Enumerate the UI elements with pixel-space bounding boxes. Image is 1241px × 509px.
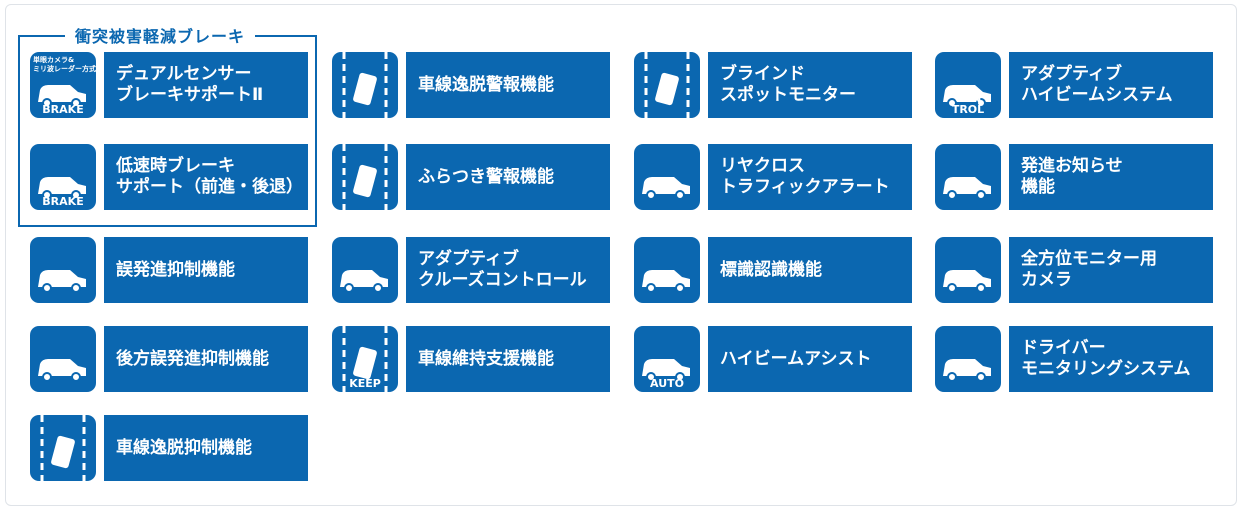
icon-text: BRAKE: [42, 103, 84, 116]
feature-label: 車線逸脱警報機能: [406, 52, 610, 118]
icon-text: AUTO: [650, 377, 684, 390]
feature-label: ドライバー モニタリングシステム: [1009, 326, 1213, 392]
feature-label: 後方誤発進抑制機能: [104, 326, 308, 392]
blind-spot-icon: [634, 52, 700, 118]
feature-item[interactable]: 発進お知らせ 機能: [935, 144, 1213, 210]
feature-item[interactable]: AUTO ハイビームアシスト: [634, 326, 912, 392]
false-start-icon: [30, 237, 96, 303]
feature-label: 全方位モニター用 カメラ: [1009, 237, 1213, 303]
lane-departure-prevention-icon: [30, 415, 96, 481]
feature-item[interactable]: 車線逸脱抑制機能: [30, 415, 308, 481]
low-speed-brake-icon: BRAKE: [30, 144, 96, 210]
panoramic-monitor-icon: [935, 237, 1001, 303]
icon-text: BRAKE: [42, 195, 84, 208]
feature-item[interactable]: 標識認識機能: [634, 237, 912, 303]
feature-item[interactable]: ブラインド スポットモニター: [634, 52, 912, 118]
rear-cross-traffic-icon: [634, 144, 700, 210]
feature-label: 誤発進抑制機能: [104, 237, 308, 303]
icon-text: KEEP: [349, 377, 381, 390]
adaptive-cruise-icon: [332, 237, 398, 303]
feature-item[interactable]: 車線逸脱警報機能: [332, 52, 610, 118]
feature-item[interactable]: アダプティブ クルーズコントロール: [332, 237, 610, 303]
feature-item[interactable]: 誤発進抑制機能: [30, 237, 308, 303]
feature-label: 低速時ブレーキ サポート（前進・後退）: [104, 144, 308, 210]
sway-warning-icon: [332, 144, 398, 210]
collision-brake-group-title: 衝突被害軽減ブレーキ: [65, 23, 256, 47]
feature-item[interactable]: 後方誤発進抑制機能: [30, 326, 308, 392]
icon-caption: 単眼カメラ& ミリ波レーダー方式: [33, 56, 96, 73]
feature-label: 標識認識機能: [708, 237, 912, 303]
feature-label: デュアルセンサー ブレーキサポートⅡ: [104, 52, 308, 118]
adaptive-high-beam-icon: CON TROL: [935, 52, 1001, 118]
camera-radar-brake-icon: 単眼カメラ& ミリ波レーダー方式 BRAKE: [30, 52, 96, 118]
icon-text: CON TROL: [951, 92, 985, 116]
driver-monitor-icon: [935, 326, 1001, 392]
feature-item[interactable]: KEEP 車線維持支援機能: [332, 326, 610, 392]
feature-item[interactable]: 全方位モニター用 カメラ: [935, 237, 1213, 303]
feature-label: ふらつき警報機能: [406, 144, 610, 210]
feature-label: ハイビームアシスト: [708, 326, 912, 392]
feature-item[interactable]: ドライバー モニタリングシステム: [935, 326, 1213, 392]
feature-label: アダプティブ ハイビームシステム: [1009, 52, 1213, 118]
feature-item[interactable]: CON TROL アダプティブ ハイビームシステム: [935, 52, 1213, 118]
feature-label: 発進お知らせ 機能: [1009, 144, 1213, 210]
feature-label: 車線逸脱抑制機能: [104, 415, 308, 481]
feature-item[interactable]: BRAKE 低速時ブレーキ サポート（前進・後退）: [30, 144, 308, 210]
feature-label: 車線維持支援機能: [406, 326, 610, 392]
lane-departure-warning-icon: [332, 52, 398, 118]
rear-false-start-icon: [30, 326, 96, 392]
feature-item[interactable]: ふらつき警報機能: [332, 144, 610, 210]
feature-label: アダプティブ クルーズコントロール: [406, 237, 610, 303]
lane-keep-icon: KEEP: [332, 326, 398, 392]
feature-item[interactable]: 単眼カメラ& ミリ波レーダー方式 BRAKE デュアルセンサー ブレーキサポートⅡ: [30, 52, 308, 118]
sign-recognition-icon: [634, 237, 700, 303]
start-notice-icon: [935, 144, 1001, 210]
feature-item[interactable]: リヤクロス トラフィックアラート: [634, 144, 912, 210]
feature-label: ブラインド スポットモニター: [708, 52, 912, 118]
feature-label: リヤクロス トラフィックアラート: [708, 144, 912, 210]
high-beam-assist-icon: AUTO: [634, 326, 700, 392]
